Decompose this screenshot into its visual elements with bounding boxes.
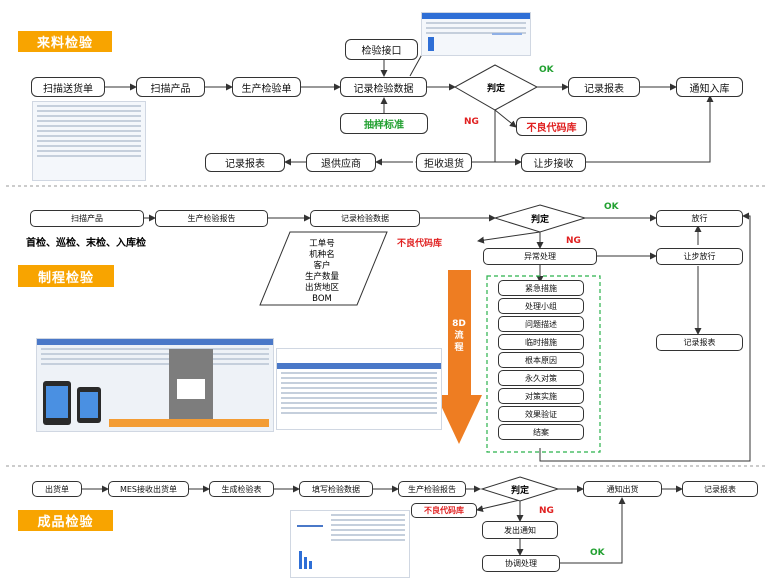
ship-order-box[interactable]: 出货单: [32, 481, 82, 497]
record-report-box[interactable]: 记录报表: [568, 77, 640, 97]
eight-d-step[interactable]: 问题描述: [498, 316, 584, 332]
field-item: 客户: [313, 261, 331, 271]
return-supplier-box[interactable]: 退供应商: [306, 153, 376, 172]
fields-parallelogram: [259, 231, 388, 306]
inspection-types-label: 首检、巡检、末检、入库检: [26, 238, 146, 249]
section-tag-process: 制程检验: [18, 265, 114, 287]
final-record-report-box[interactable]: 记录报表: [682, 481, 758, 497]
fields-list: 工单号 机种名 客户 生产数量 出货地区 BOM: [280, 239, 364, 305]
release-box[interactable]: 放行: [656, 210, 743, 227]
field-item: 工单号: [309, 239, 335, 249]
scan-product-box[interactable]: 扫描产品: [136, 77, 205, 97]
section-tag-incoming: 来料检验: [18, 31, 112, 52]
eight-d-label: 8D 流 程: [452, 319, 466, 353]
ship-notice-box[interactable]: 通知出货: [583, 481, 662, 497]
final-judge-diamond: [480, 476, 560, 502]
sampling-box[interactable]: 抽样标准: [340, 113, 428, 134]
final-gen-report-box[interactable]: 生产检验报告: [398, 481, 466, 497]
coordinate-box[interactable]: 协调处理: [482, 555, 560, 572]
field-item: 出货地区: [304, 283, 339, 293]
fill-data-box[interactable]: 填写检验数据: [299, 481, 373, 497]
final-gen-sheet-box[interactable]: 生成检验表: [209, 481, 274, 497]
incoming-ok-label: OK: [539, 65, 554, 75]
mes-receive-box[interactable]: MES接收出货单: [108, 481, 189, 497]
process-record-data-box[interactable]: 记录检验数据: [310, 210, 420, 227]
process-judge-diamond: [493, 204, 587, 233]
eight-d-step[interactable]: 紧急措施: [498, 280, 584, 296]
abnormal-box[interactable]: 异常处理: [483, 248, 597, 265]
concession-box[interactable]: 让步接收: [521, 153, 586, 172]
mobile-app-thumbnail: [36, 338, 274, 432]
process-scan-product-box[interactable]: 扫描产品: [30, 210, 144, 227]
scan-order-box[interactable]: 扫描送货单: [31, 77, 105, 97]
reject-box[interactable]: 拒收退货: [416, 153, 472, 172]
record-data-box[interactable]: 记录检验数据: [340, 77, 427, 97]
process-defect-lib-label[interactable]: 不良代码库: [397, 239, 443, 249]
final-defect-lib-box[interactable]: 不良代码库: [411, 503, 477, 518]
process-ok-label: OK: [604, 202, 619, 212]
eight-d-step[interactable]: 临时措施: [498, 334, 584, 350]
process-record-report-box[interactable]: 记录报表: [656, 334, 743, 351]
eight-d-step[interactable]: 对策实施: [498, 388, 584, 404]
eight-d-dashed-frame: [486, 275, 601, 453]
final-judge-label: 判定: [510, 485, 529, 496]
incoming-defect-lib-box[interactable]: 不良代码库: [516, 117, 587, 136]
final-ng-label: NG: [539, 506, 554, 516]
final-report-thumbnail: [290, 510, 410, 578]
field-item: 机种名: [309, 250, 335, 260]
stock-in-box[interactable]: 通知入库: [676, 77, 743, 97]
process-judge-label: 判定: [530, 214, 549, 225]
field-item: BOM: [312, 294, 332, 304]
gen-sheet-box[interactable]: 生产检验单: [232, 77, 301, 97]
eight-d-step[interactable]: 永久对策: [498, 370, 584, 386]
eight-d-arrow: [436, 270, 482, 444]
interface-box[interactable]: 检验接口: [345, 39, 418, 60]
eight-d-step[interactable]: 根本原因: [498, 352, 584, 368]
process-ng-label: NG: [566, 236, 581, 246]
interface-screen-thumbnail: [421, 12, 531, 56]
incoming-ng-label: NG: [464, 117, 479, 127]
process-gen-report-box[interactable]: 生产检验报告: [155, 210, 268, 227]
incoming-judge-diamond: [453, 64, 539, 111]
eight-d-step[interactable]: 处理小组: [498, 298, 584, 314]
eight-d-step[interactable]: 结案: [498, 424, 584, 440]
final-ok-label: OK: [590, 548, 605, 558]
field-item: 生产数量: [304, 272, 339, 282]
section-tag-final: 成品检验: [18, 510, 113, 531]
inspection-table-thumbnail: [276, 348, 442, 430]
concession-release-box[interactable]: 让步放行: [656, 248, 743, 265]
send-notice-box[interactable]: 发出通知: [482, 521, 558, 539]
record-report2-box[interactable]: 记录报表: [205, 153, 285, 172]
eight-d-step[interactable]: 效果验证: [498, 406, 584, 422]
delivery-note-thumbnail: [32, 101, 146, 181]
incoming-judge-label: 判定: [486, 83, 505, 94]
